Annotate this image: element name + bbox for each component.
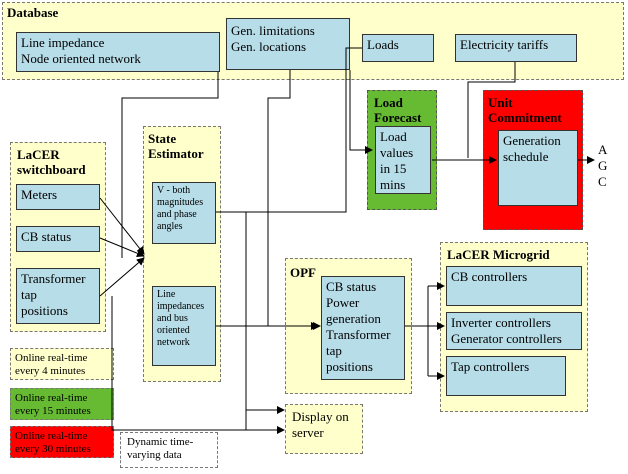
dynamic-data-label: Dynamic time- varying data: [127, 436, 194, 461]
load-values-node: Load values in 15 mins: [375, 126, 431, 194]
legend-15min-label: Online real-time every 15 minutes: [15, 392, 91, 417]
opf-content-node: CB status Power generation Transformer t…: [321, 276, 405, 380]
agc-label: A G C: [598, 142, 608, 189]
tariffs-to-uc-line: [467, 62, 516, 158]
transformer-node: Transformer tap positions: [16, 268, 100, 324]
meters-to-se-arrow: [99, 197, 145, 255]
loads-to-forecast-arrow: [349, 70, 373, 154]
switchboard-title: LaCER switchboard: [17, 147, 86, 177]
se-to-loads-line: [218, 47, 362, 213]
line-impedance-node: Line impedance Node oriented network: [16, 32, 220, 72]
voltage-node: V - both magnitudes and phase angles: [152, 182, 216, 244]
unit-commitment-title: Unit Commitment: [488, 95, 562, 125]
legend-4min: Online real-time every 4 minutes: [10, 348, 114, 380]
microgrid-title: LaCER Microgrid: [447, 247, 550, 262]
load-forecast-title: Load Forecast: [374, 95, 422, 125]
inverter-controllers-node: Inverter controllers Generator controlle…: [446, 312, 582, 350]
db-to-se-line: [121, 72, 219, 258]
cb-to-se-arrow: [99, 237, 145, 258]
legend-30min: Online real-time every 30 minutes: [10, 426, 114, 458]
legend-15min: Online real-time every 15 minutes: [10, 388, 114, 420]
state-estimator-title: State Estimator: [148, 131, 204, 161]
gen-limitations-node: Gen. limitations Gen. locations: [226, 18, 350, 70]
dynamic-data-box: Dynamic time- varying data: [120, 432, 218, 468]
line-impedances-node: Line impedances and bus oriented network: [152, 286, 216, 366]
se-voltage-line: [216, 211, 247, 326]
loads-node: Loads: [362, 34, 434, 62]
switchboard-to-display-arrow: [111, 296, 285, 434]
tariffs-node: Electricity tariffs: [455, 34, 577, 62]
display-panel: Display on server: [285, 404, 363, 454]
cb-status-node: CB status: [16, 226, 100, 252]
gen-to-opf-arrow: [267, 70, 319, 330]
generation-schedule-node: Generation schedule: [498, 130, 578, 206]
legend-4min-label: Online real-time every 4 minutes: [15, 352, 88, 377]
tap-controllers-node: Tap controllers: [446, 356, 566, 396]
display-label: Display on server: [292, 409, 349, 440]
opf-title: OPF: [290, 265, 316, 280]
database-title: Database: [7, 5, 59, 20]
meters-node: Meters: [16, 184, 100, 210]
legend-30min-label: Online real-time every 30 minutes: [15, 430, 91, 455]
cb-controllers-node: CB controllers: [446, 266, 582, 306]
tap-to-se-arrow: [99, 257, 145, 297]
